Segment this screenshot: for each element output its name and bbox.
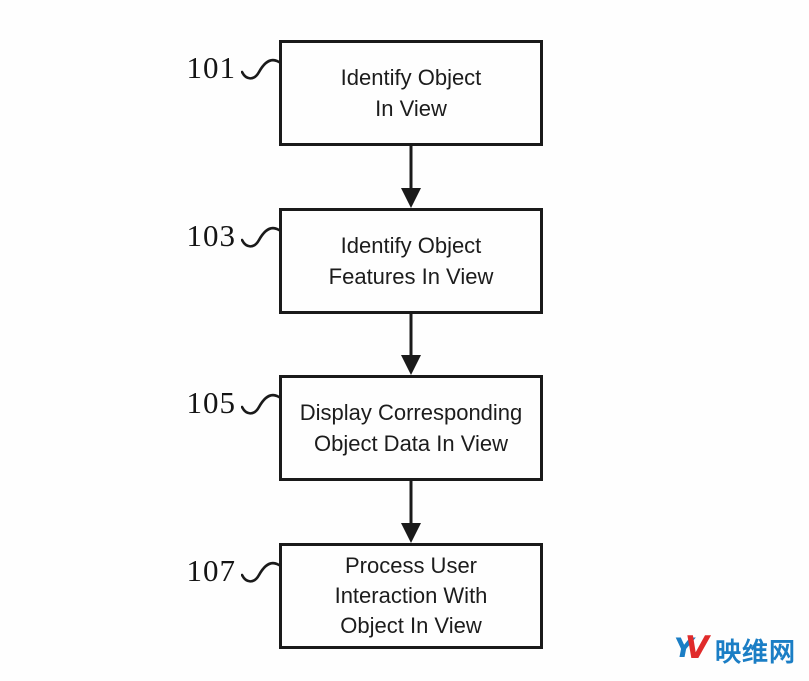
leader-squiggle-101 — [241, 58, 281, 80]
flow-box-text-line: Object In View — [340, 613, 482, 638]
flow-box-105: Display Corresponding Object Data In Vie… — [279, 375, 543, 481]
leader-squiggle-107 — [241, 561, 281, 583]
flow-box-103: Identify Object Features In View — [279, 208, 543, 314]
flow-box-text-line: Identify Object — [340, 65, 482, 90]
arrow-101-to-103 — [401, 146, 421, 208]
flow-box-text-line: Process User — [344, 553, 478, 578]
arrow-105-to-107 — [401, 481, 421, 543]
flow-box-text-line: Features In View — [328, 264, 494, 289]
ref-label-105: 105 — [186, 385, 236, 420]
ref-label-107: 107 — [186, 553, 236, 588]
flow-box-text-line: In View — [375, 96, 447, 121]
flow-box-text-line: Interaction With — [334, 583, 488, 608]
flow-box-text-line: Display Corresponding — [299, 400, 523, 425]
leader-squiggle-103 — [241, 226, 281, 248]
watermark: Y V 映维网 — [674, 631, 796, 669]
ref-label-101: 101 — [186, 50, 236, 85]
flow-box-107: Process User Interaction With Object In … — [279, 543, 543, 649]
leader-squiggle-105 — [241, 393, 281, 415]
yivian-logo-icon: Y V — [674, 630, 709, 666]
flow-box-text-line: Identify Object — [340, 233, 482, 258]
flow-box-101: Identify Object In View — [279, 40, 543, 146]
watermark-site-name: 映维网 — [715, 637, 797, 668]
flow-box-text-line: Object Data In View — [313, 431, 509, 456]
ref-label-103: 103 — [186, 218, 236, 253]
arrow-103-to-105 — [401, 314, 421, 375]
